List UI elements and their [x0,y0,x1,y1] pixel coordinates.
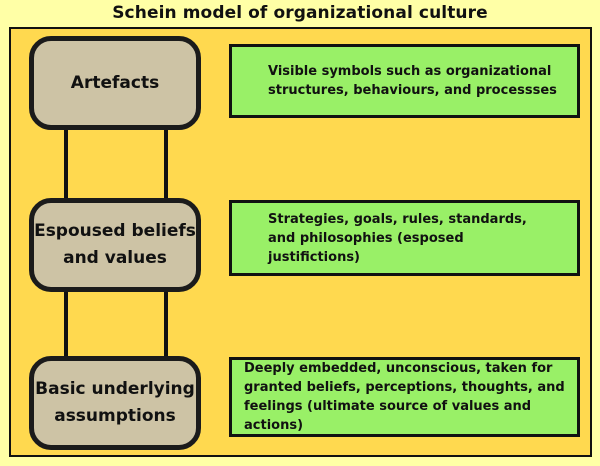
level-box-espoused-beliefs: Espoused beliefs and values [29,198,201,292]
level-label-espoused-beliefs: Espoused beliefs and values [34,221,196,268]
level-box-basic-assumptions: Basic underlying assumptions [29,356,201,450]
diagram-title: Schein model of organizational culture [112,3,488,23]
level-box-artefacts: Artefacts [29,36,201,130]
description-box-artefacts: Visible symbols such as organizational s… [229,44,580,118]
description-box-basic-assumptions: Deeply embedded, unconscious, taken for … [229,357,580,437]
connector-right-1 [164,124,168,202]
connector-right-2 [164,282,168,360]
level-label-basic-assumptions: Basic underlying assumptions [35,379,195,426]
connector-left-2 [64,282,68,360]
description-artefacts: Visible symbols such as organizational s… [268,64,557,98]
connector-left-1 [64,124,68,202]
level-label-artefacts: Artefacts [70,72,160,93]
description-espoused-beliefs: Strategies, goals, rules, standards, and… [268,211,527,265]
description-box-espoused-beliefs: Strategies, goals, rules, standards, and… [229,200,580,276]
description-basic-assumptions: Deeply embedded, unconscious, taken for … [244,361,565,433]
